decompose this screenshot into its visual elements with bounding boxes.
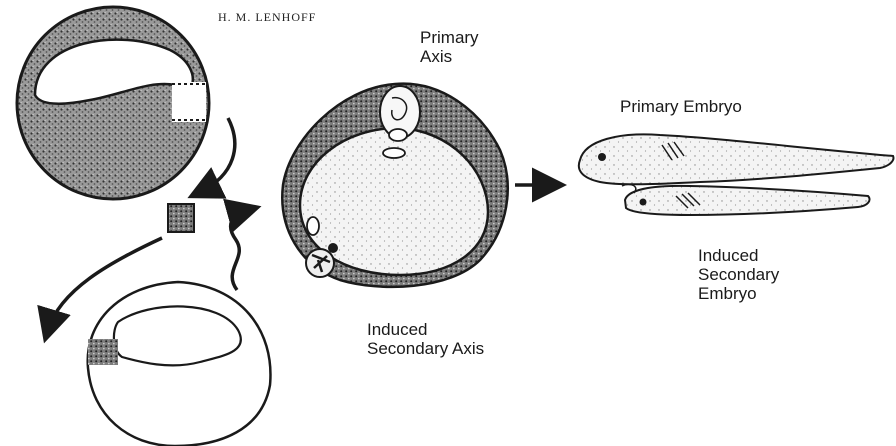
- primary-axis-label: Primary Axis: [420, 28, 479, 66]
- primary-axis-line-2: Axis: [420, 47, 479, 66]
- axis-label-line-2: Secondary Axis: [367, 339, 484, 358]
- embryo-label-line-1: Induced: [698, 246, 779, 265]
- induced-secondary-embryo-label: Induced Secondary Embryo: [698, 246, 779, 303]
- tissue-piece: [168, 204, 194, 232]
- donor-embryo: [17, 7, 209, 199]
- host-embryo: [88, 282, 271, 446]
- author-header: H. M. LENHOFF: [218, 10, 316, 25]
- development-arrow: [231, 210, 248, 290]
- axis-label-line-1: Induced: [367, 320, 484, 339]
- cross-section: [282, 84, 507, 287]
- primary-embryo-label: Primary Embryo: [620, 97, 742, 116]
- embryo-label-line-2: Secondary: [698, 265, 779, 284]
- primary-embryo-drawing: [579, 134, 894, 184]
- secondary-embryo-drawing: [622, 184, 870, 215]
- primary-axis-line-1: Primary: [420, 28, 479, 47]
- embryo-label-line-3: Embryo: [698, 284, 779, 303]
- induced-secondary-axis-label: Induced Secondary Axis: [367, 320, 484, 358]
